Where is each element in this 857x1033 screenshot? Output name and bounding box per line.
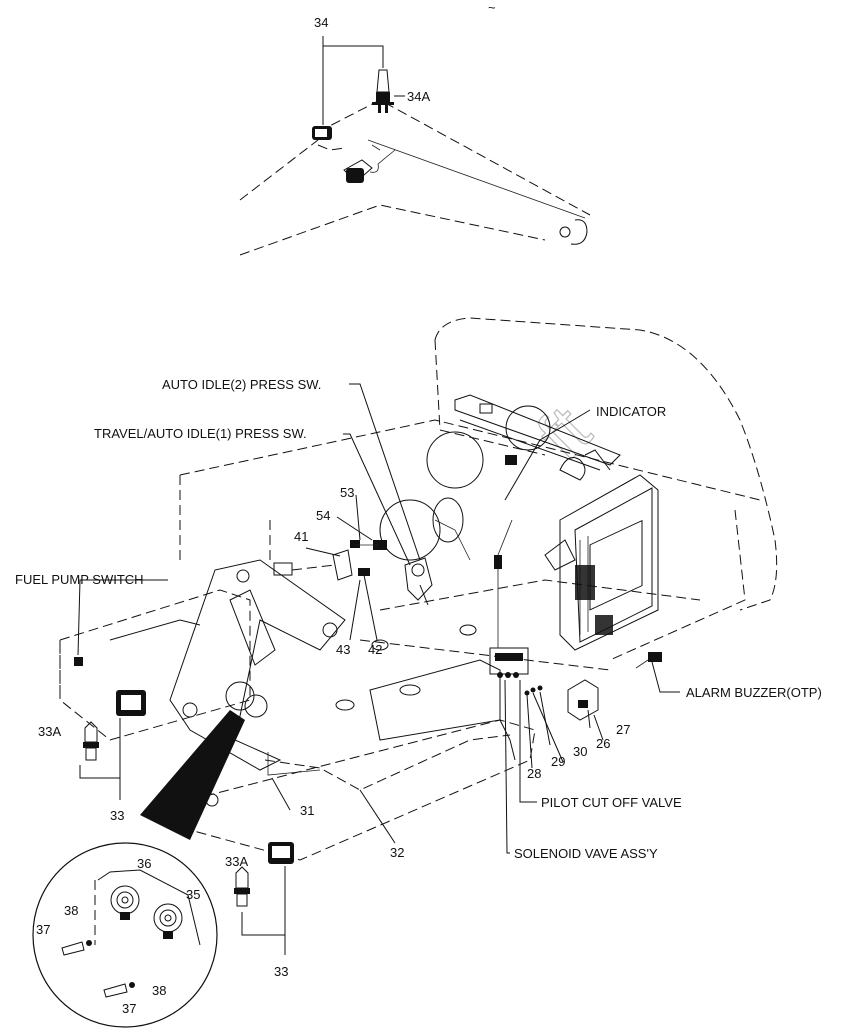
label-28: 28 bbox=[527, 766, 541, 781]
undercarriage-frame bbox=[59, 589, 536, 861]
label-33a-left: 33A bbox=[38, 724, 61, 739]
leader-lines bbox=[77, 383, 680, 854]
swing-frame bbox=[169, 559, 346, 771]
top-mark: ~ bbox=[488, 0, 496, 15]
engine-block bbox=[379, 394, 621, 561]
leader-33-left-branch bbox=[79, 765, 120, 779]
bulb-33a-right bbox=[234, 866, 250, 907]
label-auto-idle-2-press-sw: AUTO IDLE(2) PRESS SW. bbox=[162, 377, 321, 392]
label-travel-auto-idle-1-press-sw: TRAVEL/AUTO IDLE(1) PRESS SW. bbox=[94, 426, 307, 441]
label-34: 34 bbox=[314, 15, 328, 30]
label-54: 54 bbox=[316, 508, 330, 523]
label-38-lower: 38 bbox=[152, 983, 166, 998]
label-43: 43 bbox=[336, 642, 350, 657]
head-lamp-right bbox=[268, 842, 294, 864]
label-41: 41 bbox=[294, 529, 308, 544]
press-switch-group bbox=[273, 519, 471, 606]
label-34a: 34A bbox=[407, 89, 430, 104]
label-35: 35 bbox=[186, 887, 200, 902]
label-solenoid-valve-assy: SOLENOID VAVE ASS'Y bbox=[514, 846, 658, 861]
label-42: 42 bbox=[368, 642, 382, 657]
label-33a-right: 33A bbox=[225, 854, 248, 869]
boom-assembly bbox=[239, 99, 591, 256]
head-lamp-left bbox=[116, 690, 146, 716]
label-36: 36 bbox=[137, 856, 151, 871]
detail-callout-wedge bbox=[140, 710, 245, 840]
fuel-pump-switch bbox=[74, 657, 83, 666]
label-29: 29 bbox=[551, 754, 565, 769]
label-33-right: 33 bbox=[274, 964, 288, 979]
label-indicator: INDICATOR bbox=[596, 404, 666, 419]
wire-harness bbox=[264, 734, 511, 791]
label-38-upper: 38 bbox=[64, 903, 78, 918]
pilot-cut-off-valve bbox=[524, 679, 599, 721]
label-53: 53 bbox=[340, 485, 354, 500]
leader-34-branch bbox=[323, 45, 384, 68]
label-fuel-pump-switch: FUEL PUMP SWITCH bbox=[15, 572, 144, 587]
label-32: 32 bbox=[390, 845, 404, 860]
label-37-upper: 37 bbox=[36, 922, 50, 937]
label-pilot-cut-off-valve: PILOT CUT OFF VALVE bbox=[541, 795, 682, 810]
detail-circle bbox=[32, 842, 218, 1028]
work-lamp-upper bbox=[312, 126, 332, 140]
label-alarm-buzzer: ALARM BUZZER(OTP) bbox=[686, 685, 822, 700]
label-31: 31 bbox=[300, 803, 314, 818]
alarm-buzzer bbox=[635, 652, 662, 669]
label-37-lower: 37 bbox=[122, 1001, 136, 1016]
upper-structure-outline bbox=[179, 317, 778, 671]
label-27: 27 bbox=[616, 722, 630, 737]
radiator bbox=[544, 474, 659, 651]
leader-33-right-branch bbox=[241, 912, 285, 936]
wire-31 bbox=[267, 752, 321, 776]
work-lamp-lower bbox=[343, 149, 396, 183]
horn-detail bbox=[61, 869, 201, 998]
bulb-33a-left bbox=[83, 721, 99, 761]
label-33-left: 33 bbox=[110, 808, 124, 823]
solenoid-valve bbox=[489, 519, 529, 678]
label-30: 30 bbox=[573, 744, 587, 759]
bulb-34a bbox=[372, 69, 394, 113]
label-26: 26 bbox=[596, 736, 610, 751]
